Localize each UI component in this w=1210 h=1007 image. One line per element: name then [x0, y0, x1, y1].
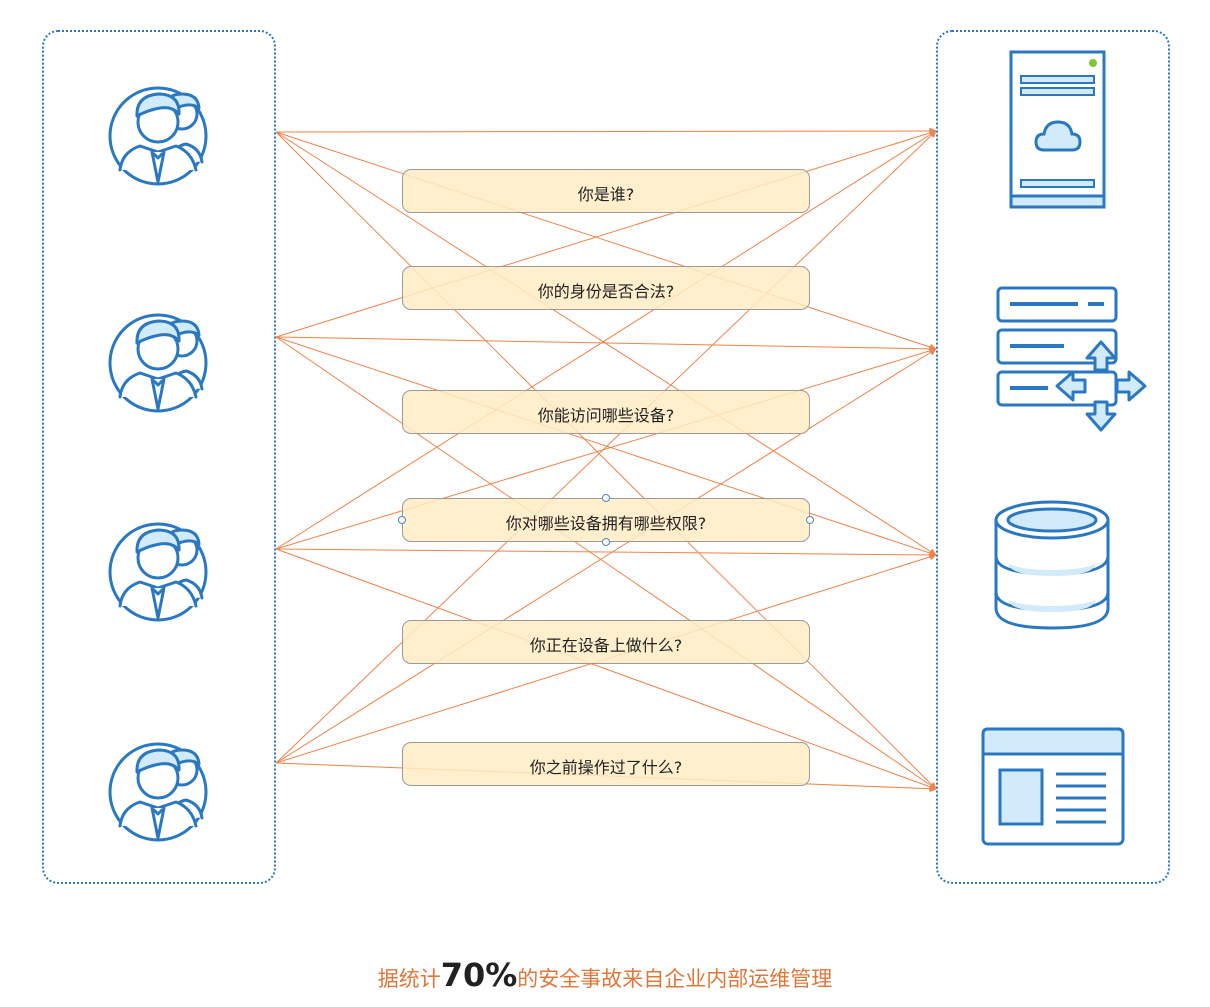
footer-caption: 据统计70%的安全事故来自企业内部运维管理: [0, 955, 1210, 999]
connection-arrow: [275, 131, 937, 351]
connection-arrow: [275, 548, 937, 791]
resize-handle-right[interactable]: [806, 516, 814, 524]
footer-percent: 70%: [440, 956, 518, 994]
connection-arrow: [275, 129, 937, 338]
connection-arrow: [275, 348, 937, 764]
resize-handle-top[interactable]: [602, 494, 610, 502]
question-box[interactable]: 你是谁?: [402, 169, 810, 213]
connection-arrow: [275, 347, 937, 550]
question-box-selected[interactable]: 你对哪些设备拥有哪些权限?: [402, 498, 810, 542]
connection-arrow: [275, 336, 937, 790]
question-label: 你能访问哪些设备?: [537, 406, 675, 425]
question-label: 你之前操作过了什么?: [529, 758, 683, 777]
connection-arrow: [275, 130, 937, 550]
question-box[interactable]: 你能访问哪些设备?: [402, 390, 810, 434]
user-group-icon: [108, 742, 208, 842]
web-application-icon: [981, 727, 1125, 846]
connection-arrow: [275, 127, 937, 135]
question-box[interactable]: 你之前操作过了什么?: [402, 742, 810, 786]
devices-panel: [936, 30, 1170, 884]
footer-suffix: 的安全事故来自企业内部运维管理: [517, 967, 833, 991]
question-box[interactable]: 你的身份是否合法?: [402, 266, 810, 310]
question-label: 你是谁?: [577, 185, 635, 204]
users-panel: [42, 30, 276, 884]
question-label: 你正在设备上做什么?: [529, 636, 683, 655]
resize-handle-left[interactable]: [398, 516, 406, 524]
question-label: 你对哪些设备拥有哪些权限?: [505, 514, 707, 533]
database-icon: [994, 500, 1110, 630]
question-label: 你的身份是否合法?: [537, 282, 675, 301]
question-box[interactable]: 你正在设备上做什么?: [402, 620, 810, 664]
footer-prefix: 据统计: [377, 967, 441, 991]
cloud-server-icon: [1009, 50, 1106, 209]
user-group-icon: [108, 86, 208, 186]
connection-arrow: [275, 336, 937, 353]
connection-arrow: [275, 336, 937, 557]
user-group-icon: [108, 522, 208, 622]
resize-handle-bottom[interactable]: [602, 538, 610, 546]
connection-arrow: [275, 131, 937, 790]
network-switch-icon: [996, 286, 1147, 432]
user-group-icon: [108, 313, 208, 413]
connection-arrow: [275, 548, 937, 559]
connection-arrow: [275, 130, 937, 764]
